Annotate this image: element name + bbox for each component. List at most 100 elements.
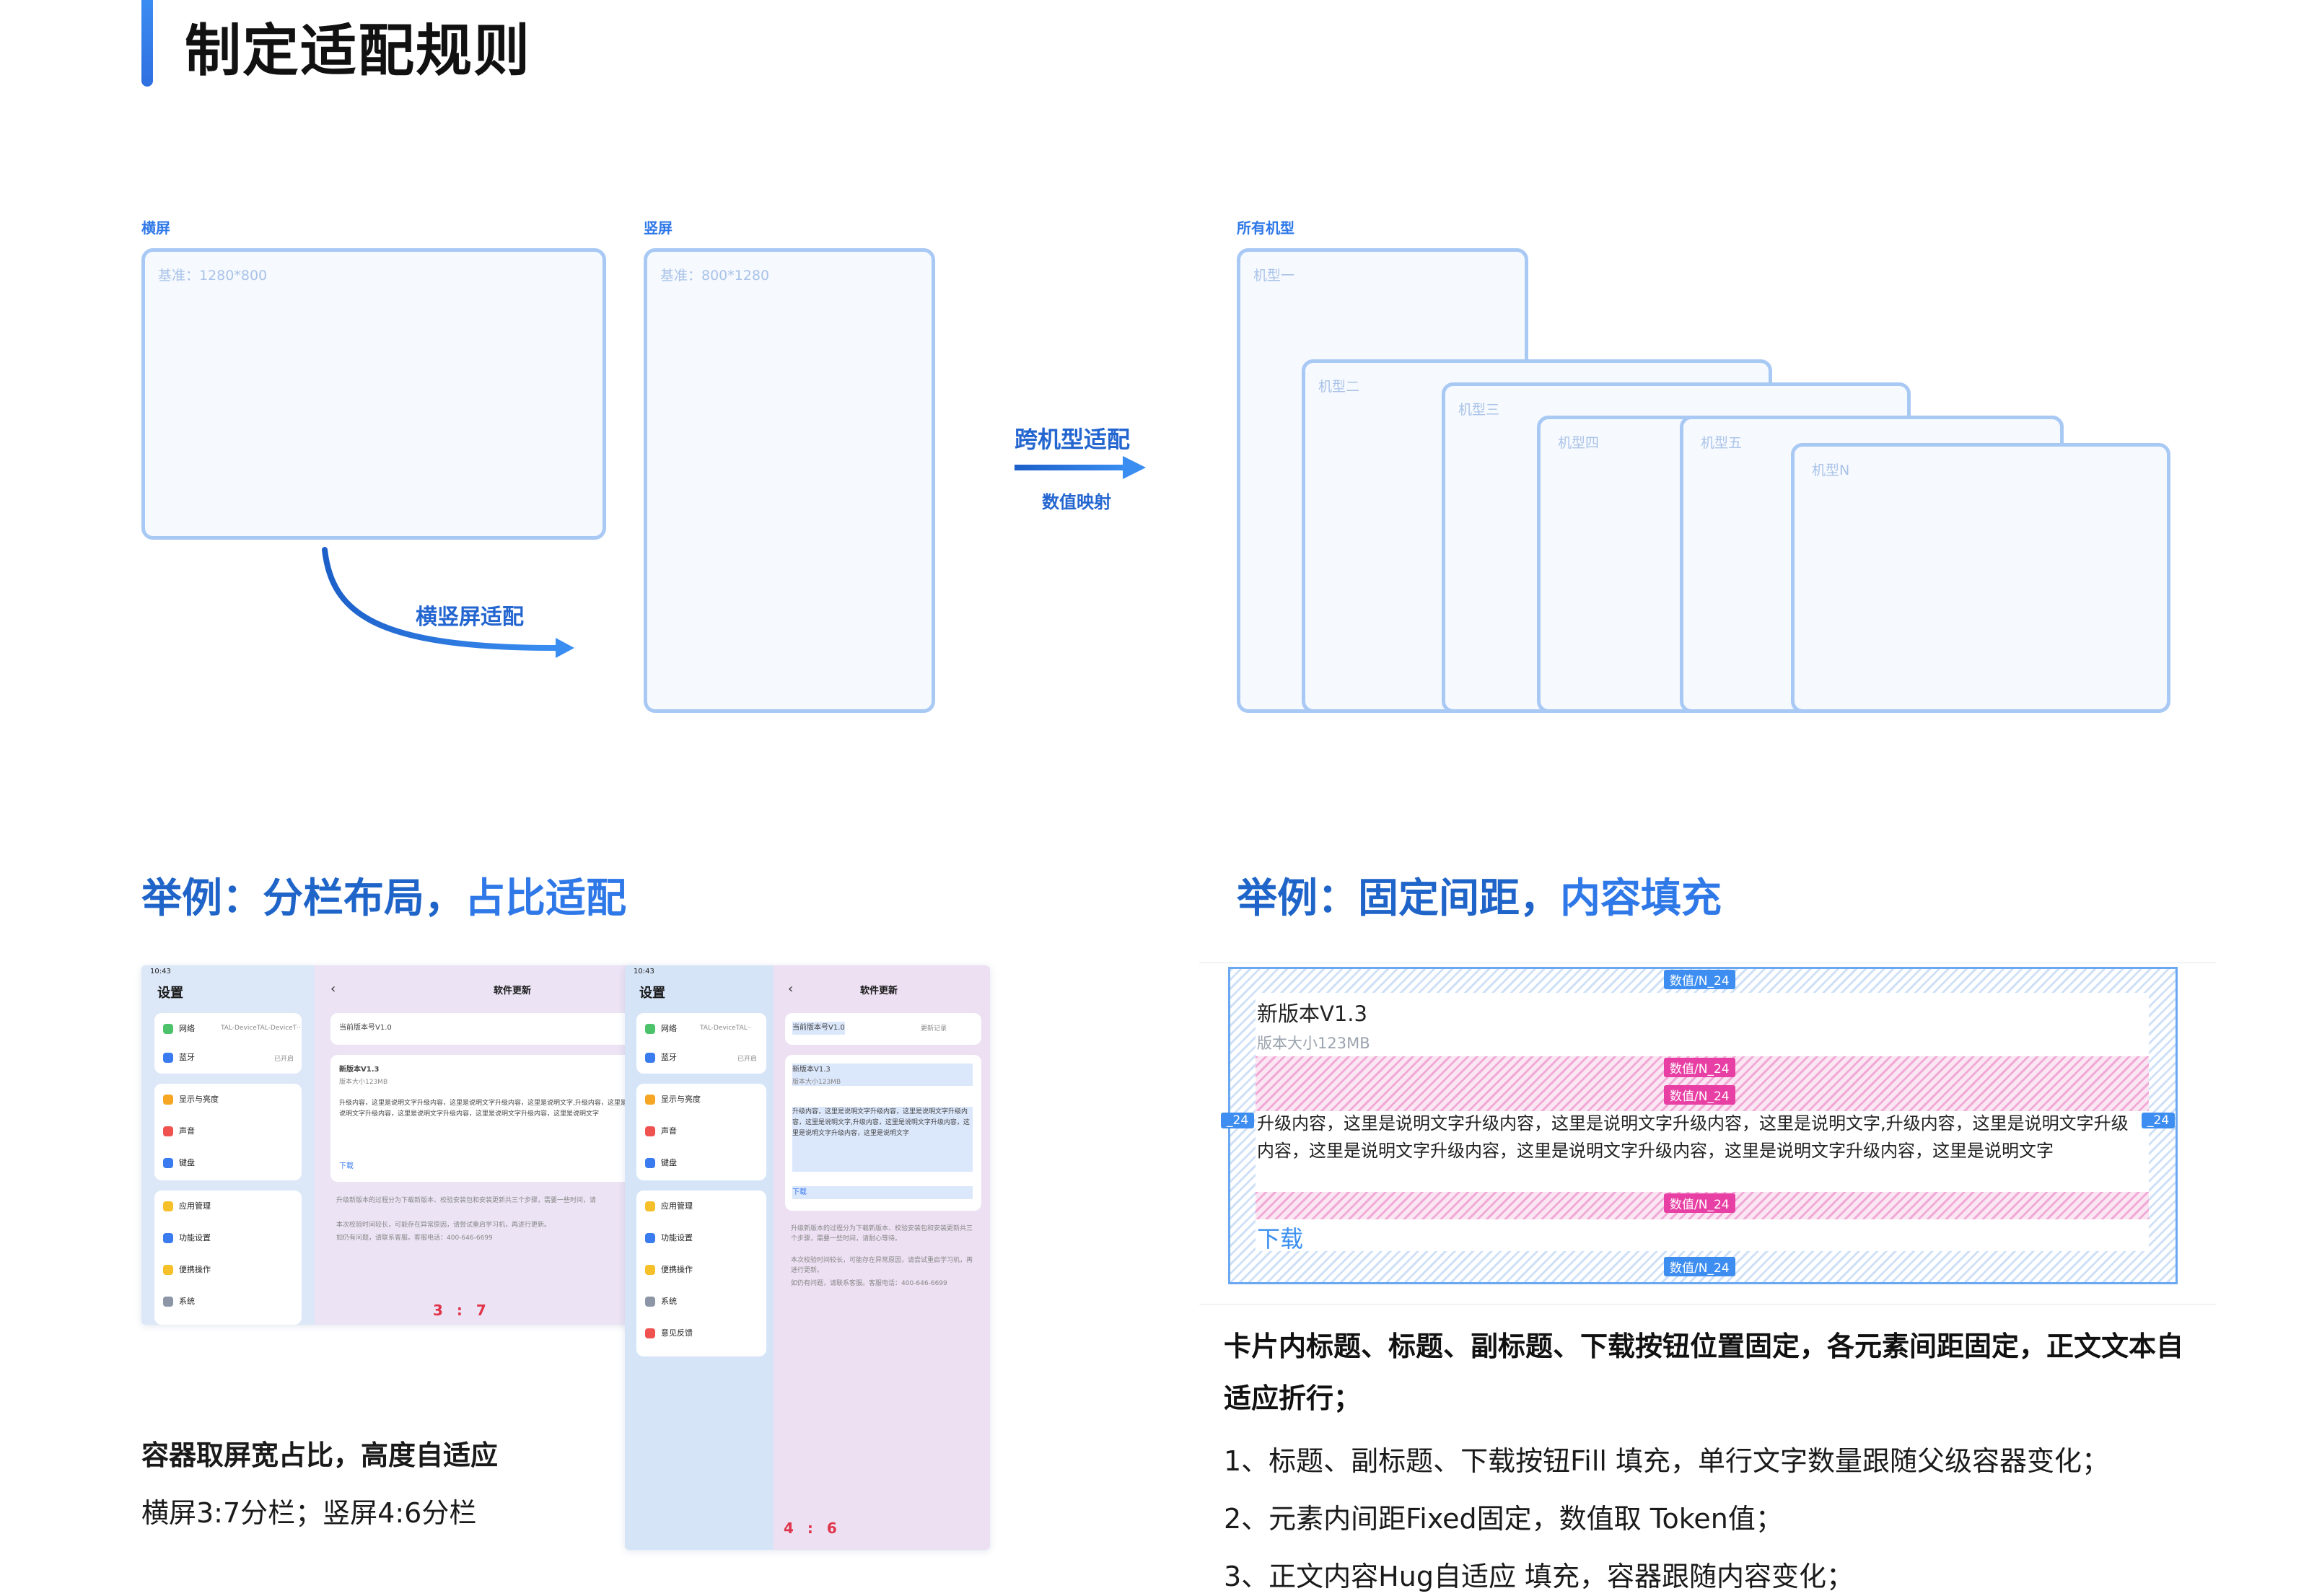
new-version-title: 新版本V1.3 (792, 1064, 973, 1077)
update-log-link[interactable]: 更新记录 (921, 1025, 947, 1032)
display-icon (645, 1095, 655, 1105)
network-value: TAL-DeviceTAL-DeviceT·· (221, 1025, 301, 1032)
back-chevron-icon[interactable]: ‹ (330, 981, 336, 996)
all-models-label: 所有机型 (1237, 219, 1294, 237)
keyboard-icon (163, 1158, 173, 1168)
settings-item-sound[interactable]: 声音 (163, 1124, 195, 1139)
settings-item-network[interactable]: 网络 (645, 1022, 677, 1036)
new-version-size: 版本大小123MB (792, 1077, 973, 1086)
sidebar-title: 设置 (157, 986, 183, 1001)
landscape-base-label: 基准：1280*800 (158, 268, 268, 284)
landscape-tablet: 10:43 设置 网络 TAL-DeviceTAL-DeviceT·· 蓝牙 已… (141, 965, 639, 1325)
update-note-1: 升级新版本的过程分为下载新版本、校验安装包和安装更新共三个步骤，需要一些时间，请… (791, 1225, 973, 1242)
settings-item-shortcuts[interactable]: 便携操作 (163, 1263, 211, 1277)
card-download-button[interactable]: 下载 (1257, 1225, 1304, 1253)
sidebar-title: 设置 (639, 986, 665, 1001)
page-title: 制定适配规则 (185, 19, 532, 84)
settings-item-features[interactable]: 功能设置 (163, 1231, 211, 1245)
portrait-label: 竖屏 (644, 219, 672, 237)
cross-model-sub-label: 数值映射 (1042, 492, 1111, 512)
model-label: 机型五 (1701, 435, 1743, 451)
padding-token-bottom: 数值/N_24 (1664, 1257, 1735, 1276)
new-version-desc: 升级内容，这里是说明文字升级内容，这里是说明文字升级内容，这里是说明文字,升级内… (792, 1107, 973, 1172)
card-title: 新版本V1.3 (1257, 1001, 1367, 1026)
model-label: 机型二 (1318, 379, 1360, 395)
bluetooth-value: 已开启 (737, 1056, 758, 1063)
portrait-base-label: 基准：800*1280 (660, 268, 770, 284)
gap-token-1a: 数值/N_24 (1664, 1058, 1735, 1077)
settings-item-keyboard[interactable]: 键盘 (645, 1156, 677, 1170)
network-value: TAL-DeviceTAL·· (700, 1025, 752, 1032)
portrait-tablet: 10:43 设置 网络 TAL-DeviceTAL·· 蓝牙 已开启 显示与亮度… (625, 965, 990, 1550)
update-note-2: 本次校验时间较长，可能存在异常原因，请尝试重启学习机，再进行更新。 (336, 1222, 551, 1229)
current-version-text: 当前版本号V1.0 (339, 1024, 392, 1032)
settings-item-network[interactable]: 网络 (163, 1022, 195, 1036)
settings-group-3: 应用管理 功能设置 便携操作 系统 意见反馈 (636, 1191, 766, 1356)
features-icon (645, 1233, 655, 1243)
rotate-arrow-label: 横竖屏适配 (416, 605, 524, 630)
rule-1: 1、标题、副标题、下载按钮Fill 填充，单行文字数量跟随父级容器变化； (1224, 1445, 2110, 1477)
left-caption: 横屏3:7分栏；竖屏4:6分栏 (141, 1497, 477, 1529)
padding-token-right: _24 (2142, 1113, 2176, 1128)
shortcuts-icon (645, 1265, 655, 1275)
settings-item-features[interactable]: 功能设置 (645, 1231, 693, 1245)
settings-item-display[interactable]: 显示与亮度 (163, 1092, 219, 1107)
card-body: 升级内容，这里是说明文字升级内容，这里是说明文字升级内容，这里是说明文字,升级内… (1257, 1113, 2129, 1161)
portrait-frame: 基准：800*1280 (644, 248, 935, 713)
model-label: 机型N (1812, 462, 1850, 478)
new-version-card: 新版本V1.3 版本大小123MB 升级内容，这里是说明文字升级内容，这里是说明… (785, 1055, 981, 1211)
settings-item-keyboard[interactable]: 键盘 (163, 1156, 195, 1170)
download-button[interactable]: 下载 (339, 1162, 354, 1170)
cross-model-label: 跨机型适配 (1015, 426, 1131, 453)
model-label: 机型三 (1458, 402, 1500, 418)
update-note-3: 如仍有问题，请联系客服。客服电话：400-646-6699 (336, 1235, 493, 1242)
settings-item-apps[interactable]: 应用管理 (645, 1199, 693, 1214)
settings-item-feedback[interactable]: 意见反馈 (645, 1326, 693, 1341)
example-left-heading-suffix: 占比适配 (465, 875, 626, 922)
settings-item-shortcuts[interactable]: 便携操作 (645, 1263, 693, 1277)
example-left-heading-prefix: 举例：分栏布局， (141, 875, 465, 922)
landscape-frame: 基准：1280*800 (141, 248, 606, 540)
settings-item-bluetooth[interactable]: 蓝牙 (645, 1051, 677, 1065)
padding-token-left: _24 (1221, 1113, 1255, 1128)
settings-item-display[interactable]: 显示与亮度 (645, 1092, 701, 1107)
settings-item-sound[interactable]: 声音 (645, 1124, 677, 1139)
shortcuts-icon (163, 1265, 173, 1275)
bluetooth-icon (163, 1053, 173, 1063)
padding-token-top: 数值/N_24 (1664, 970, 1735, 989)
detail-title: 软件更新 (494, 986, 532, 996)
sound-icon (163, 1126, 173, 1136)
update-note-1: 升级新版本的过程分为下载新版本、校验安装包和安装更新共三个步骤，需要一些时间，请 (336, 1197, 597, 1204)
model-label: 机型一 (1253, 268, 1295, 284)
model-frame-n: 机型N (1791, 443, 2170, 713)
settings-item-system[interactable]: 系统 (163, 1294, 195, 1309)
new-version-desc: 升级内容，这里是说明文字升级内容，这里是说明文字升级内容，这里是说明文字,升级内… (339, 1100, 627, 1118)
title-accent-bar (141, 0, 153, 87)
feedback-icon (645, 1328, 655, 1338)
settings-group-2: 显示与亮度 声音 键盘 (154, 1084, 302, 1180)
right-description: 卡片内标题、标题、副标题、下载按钮位置固定，各元素间距固定，正文文本自适应折行； (1224, 1330, 2184, 1414)
gap-token-1b: 数值/N_24 (1664, 1085, 1735, 1105)
settings-item-system[interactable]: 系统 (645, 1294, 677, 1309)
new-version-title: 新版本V1.3 (339, 1066, 380, 1074)
download-button[interactable]: 下载 (792, 1186, 973, 1199)
settings-group-3: 应用管理 功能设置 便携操作 系统 (154, 1191, 302, 1325)
settings-item-apps[interactable]: 应用管理 (163, 1199, 211, 1214)
system-icon (645, 1297, 655, 1307)
display-icon (163, 1095, 173, 1105)
apps-icon (163, 1201, 173, 1211)
example-left-heading: 举例：分栏布局，占比适配 (141, 866, 626, 924)
network-icon (163, 1024, 173, 1034)
example-right-heading-prefix: 举例：固定间距， (1237, 875, 1560, 922)
cross-model-arrow-icon (1015, 456, 1146, 479)
update-note-2: 本次校验时间较长，可能存在异常原因，请尝试重启学习机，再进行更新。 (791, 1257, 973, 1274)
example-right-heading: 举例：固定间距，内容填充 (1237, 866, 1722, 924)
model-label: 机型四 (1558, 435, 1600, 451)
gap-token-2: 数值/N_24 (1664, 1193, 1735, 1213)
back-chevron-icon[interactable]: ‹ (788, 981, 794, 996)
portrait-ratio: 4 : 6 (784, 1520, 841, 1537)
status-time: 10:43 (634, 968, 654, 975)
rotate-arrow-icon (322, 547, 574, 658)
settings-item-bluetooth[interactable]: 蓝牙 (163, 1051, 195, 1065)
apps-icon (645, 1201, 655, 1211)
